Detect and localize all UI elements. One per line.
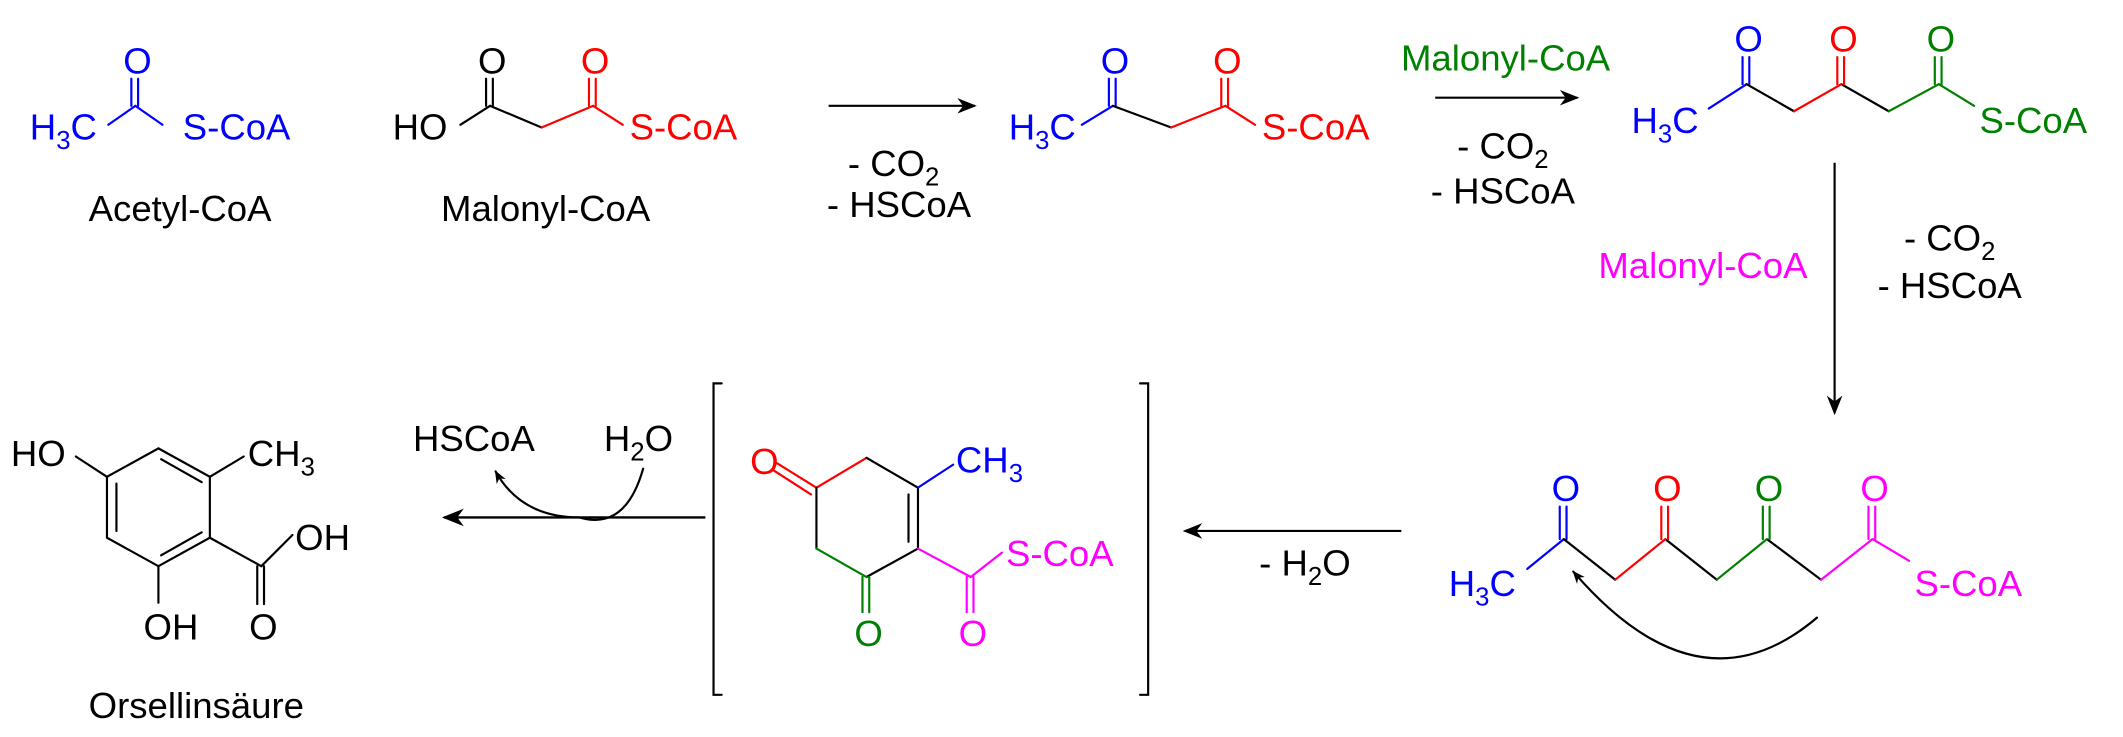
- methyl-group: H3C: [30, 107, 97, 155]
- atom-oxygen: O: [123, 40, 151, 81]
- tetraketide-coa-structure: H3C O O O O S-CoA: [1449, 468, 2023, 660]
- hydrolysis-curved-arrow: [494, 467, 645, 521]
- malonyl-coa-structure: O O HO S-CoA Malonyl-CoA: [393, 40, 738, 229]
- malonyl-coa-reagent-green: Malonyl-CoA: [1401, 38, 1611, 79]
- minus-hscoa-label: - HSCoA: [1878, 265, 2023, 306]
- minus-h2o-label: - H2O: [1259, 543, 1350, 591]
- atom-oxygen: O: [1829, 19, 1857, 60]
- triketide-coa-structure: H3C O O O S-CoA: [1632, 19, 2088, 149]
- thioester-s-coa: S-CoA: [1006, 533, 1114, 574]
- atom-oxygen: O: [1734, 19, 1762, 60]
- h2o-label: H2O: [604, 418, 673, 466]
- hydroxyl-group: OH: [144, 606, 199, 647]
- methyl-group: CH3: [956, 440, 1023, 488]
- hscoa-label: HSCoA: [413, 418, 535, 459]
- acetyl-coa-structure: O H3C S-CoA Acetyl-CoA: [30, 40, 291, 229]
- atom-oxygen: O: [581, 40, 609, 81]
- atom-oxygen: O: [478, 40, 506, 81]
- atom-oxygen: O: [1927, 19, 1955, 60]
- atom-oxygen: O: [1552, 468, 1580, 509]
- cyclization-curved-arrow: [1572, 570, 1819, 660]
- left-bracket: [712, 382, 723, 696]
- atom-oxygen: O: [1101, 40, 1129, 81]
- thioester-s-coa: S-CoA: [1979, 100, 2087, 141]
- atom-oxygen: O: [1653, 468, 1681, 509]
- minus-hscoa-label: - HSCoA: [1431, 170, 1576, 211]
- cyclic-intermediate-structure: O CH3 O O S-CoA: [750, 440, 1114, 654]
- atom-oxygen: O: [750, 441, 778, 482]
- thioester-s-coa: S-CoA: [183, 107, 291, 148]
- hydroxyl-group: HO: [393, 107, 448, 148]
- minus-co2-label: - CO2: [1904, 218, 1995, 266]
- malonyl-coa-reagent-magenta: Malonyl-CoA: [1598, 245, 1808, 286]
- methyl-group: H3C: [1449, 563, 1516, 611]
- right-bracket: [1138, 382, 1150, 696]
- methyl-group: H3C: [1632, 100, 1699, 148]
- atom-oxygen: O: [249, 606, 277, 647]
- thioester-s-coa: S-CoA: [1914, 563, 2022, 604]
- atom-oxygen: O: [1860, 468, 1888, 509]
- minus-co2-label: - CO2: [848, 143, 939, 191]
- acetyl-coa-label: Acetyl-CoA: [89, 188, 272, 229]
- thioester-s-coa: S-CoA: [1262, 107, 1370, 148]
- minus-co2-label: - CO2: [1457, 126, 1548, 174]
- atom-oxygen: O: [959, 613, 987, 654]
- acetoacetyl-coa-structure: H3C O O S-CoA: [1009, 40, 1370, 155]
- thioester-s-coa: S-CoA: [630, 107, 738, 148]
- hydroxyl-group: HO: [11, 433, 66, 474]
- atom-oxygen: O: [1755, 468, 1783, 509]
- methyl-group: CH3: [248, 433, 315, 481]
- atom-oxygen: O: [854, 613, 882, 654]
- orsellinic-acid-label: Orsellinsäure: [89, 685, 304, 726]
- minus-hscoa-label: - HSCoA: [827, 184, 972, 225]
- malonyl-coa-label: Malonyl-CoA: [441, 188, 651, 229]
- orsellinic-acid-structure: HO CH3 OH O OH Orsellinsäure: [11, 433, 350, 726]
- methyl-group: H3C: [1009, 107, 1076, 155]
- atom-oxygen: O: [1213, 40, 1241, 81]
- carboxyl-hydroxyl: OH: [295, 517, 350, 558]
